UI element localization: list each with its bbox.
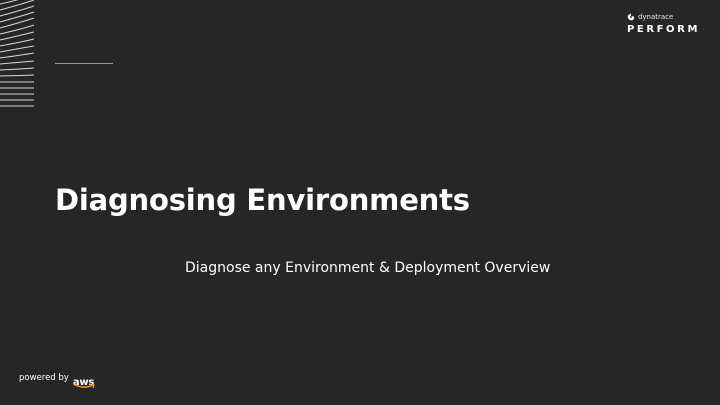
title-accent-rule	[55, 63, 113, 64]
dynatrace-perform-logo: dynatrace PERFORM	[627, 12, 700, 36]
brand-top-row: dynatrace	[627, 12, 700, 22]
powered-by-label: powered by	[19, 373, 69, 383]
aws-logo: aws	[72, 372, 95, 390]
powered-by-aws-badge: powered by aws	[19, 372, 95, 390]
decorative-curved-lines-icon	[0, 0, 35, 107]
dynatrace-logo-icon	[627, 13, 635, 21]
page-subtitle: Diagnose any Environment & Deployment Ov…	[185, 260, 551, 276]
brand-event: PERFORM	[626, 24, 700, 35]
aws-wordmark: aws	[72, 377, 95, 388]
page-title: Diagnosing Environments	[55, 183, 470, 217]
brand-name: dynatrace	[637, 13, 674, 21]
aws-smile-icon	[73, 383, 95, 389]
